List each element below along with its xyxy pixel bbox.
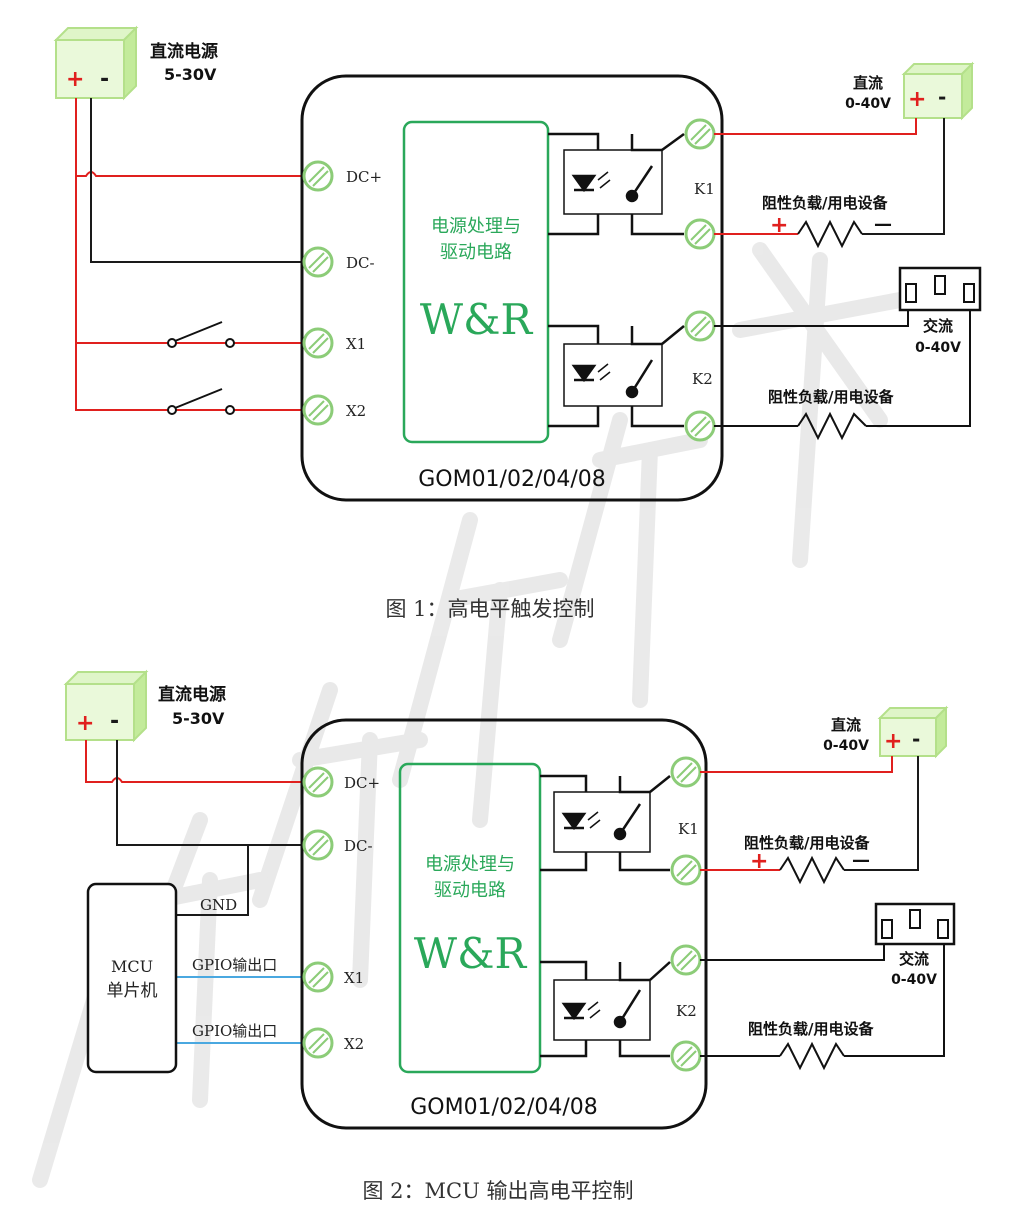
svg-text:-: - (912, 727, 920, 751)
relay-k2 (548, 324, 685, 428)
load-plus-k1: + (770, 213, 788, 238)
terminal-k2-b-2 (670, 1040, 702, 1072)
svg-text:GND: GND (200, 896, 237, 914)
power-supply-1: + - 直流电源 5-30V (53, 25, 218, 101)
driver-text-line1-2: 电源处理与 (425, 854, 515, 875)
svg-text:5-30V: 5-30V (172, 709, 225, 728)
load-minus-k1: — (874, 214, 892, 235)
load-label-k2: 阻性负载/用电设备 (768, 388, 894, 406)
label-k1: K1 (694, 180, 715, 198)
load-minus-k1-2: — (852, 850, 870, 871)
svg-text:单片机: 单片机 (107, 981, 158, 1001)
relay-k1 (548, 132, 685, 236)
terminal-x2-2: X2 (302, 1027, 364, 1059)
svg-text:X1: X1 (344, 969, 364, 987)
driver-circuit-box-1 (402, 120, 550, 444)
ac-source-2: 交流 0-40V (874, 902, 956, 988)
terminal-k2-b (684, 410, 716, 442)
terminal-x1: X1 (302, 327, 366, 359)
load-label-k1-2: 阻性负载/用电设备 (744, 834, 870, 852)
caption-1: 图 1：高电平触发控制 (385, 597, 594, 621)
switch-x2 (167, 388, 235, 415)
svg-text:GPIO输出口: GPIO输出口 (192, 1022, 277, 1040)
svg-text:0-40V: 0-40V (823, 738, 869, 754)
terminal-x1-2: X1 (302, 961, 364, 993)
svg-text:-: - (938, 85, 946, 109)
diagram-1: + - 直流电源 5-30V 电源处理与 驱动电路 W&R (53, 25, 982, 621)
svg-text:DC-: DC- (344, 837, 373, 855)
terminal-k2-a-2 (670, 944, 702, 976)
power-title: 直流电源 (150, 41, 218, 62)
svg-text:0-40V: 0-40V (891, 972, 937, 988)
driver-circuit-box-2 (398, 762, 542, 1074)
label-k2-2: K2 (676, 1002, 697, 1020)
terminal-dc-plus-2: DC+ (302, 766, 380, 798)
brand-logo-2: W&R (414, 929, 528, 978)
driver-text-line2-2: 驱动电路 (434, 880, 506, 901)
load-plus-k1-2: + (750, 849, 768, 874)
mcu-board: MCU 单片机 GND GPIO输出口 GPIO输出口 (86, 882, 277, 1074)
label-k2: K2 (692, 370, 713, 388)
terminal-dc-minus-2: DC- (302, 829, 373, 861)
terminal-k1-a (684, 118, 716, 150)
relay-k1-2 (540, 774, 671, 872)
svg-text:0-40V: 0-40V (915, 340, 961, 356)
driver-text-line1: 电源处理与 (431, 216, 521, 237)
svg-text:交流: 交流 (899, 950, 929, 968)
svg-text:+: + (908, 87, 926, 112)
svg-text:X2: X2 (346, 402, 366, 420)
svg-text:0-40V: 0-40V (845, 96, 891, 112)
module-body-2 (300, 718, 708, 1130)
terminal-dc-plus: DC+ (302, 160, 382, 192)
diagram-2: + - 直流电源 5-30V MCU 单片机 GND GPIO输出口 GPIO输… (63, 669, 956, 1203)
svg-text:X1: X1 (346, 335, 366, 353)
svg-text:X2: X2 (344, 1035, 364, 1053)
switch-x1 (76, 321, 235, 348)
input-wires-1 (75, 98, 302, 411)
terminal-k1-a-2 (670, 756, 702, 788)
load-wires-k1-2 (700, 756, 919, 885)
power-voltage: 5-30V (164, 65, 217, 84)
model-number: GOM01/02/04/08 (418, 467, 606, 492)
terminal-dc-minus: DC- (302, 246, 375, 278)
svg-text:MCU: MCU (111, 957, 153, 976)
svg-text:直流: 直流 (831, 716, 861, 734)
power-minus: - (100, 67, 109, 92)
svg-text:DC+: DC+ (344, 774, 380, 792)
svg-text:直流: 直流 (853, 74, 883, 92)
ac-source-1: 交流 0-40V (898, 266, 982, 356)
terminal-k2-a (684, 310, 716, 342)
svg-text:直流电源: 直流电源 (158, 684, 226, 705)
module-body-1 (300, 74, 724, 502)
svg-text:+: + (884, 729, 902, 754)
svg-text:DC-: DC- (346, 254, 375, 272)
svg-text:GPIO输出口: GPIO输出口 (192, 956, 277, 974)
model-number-2: GOM01/02/04/08 (410, 1095, 598, 1120)
svg-text:DC+: DC+ (346, 168, 382, 186)
load-wires-k2-2 (700, 944, 945, 1071)
load-wires-k1 (714, 118, 945, 249)
caption-2: 图 2：MCU 输出高电平控制 (363, 1179, 634, 1203)
input-wires-2 (85, 740, 302, 1044)
load-label-k2-2: 阻性负载/用电设备 (748, 1020, 874, 1038)
svg-text:-: - (110, 709, 119, 734)
label-k1-2: K1 (678, 820, 699, 838)
load-label-k1: 阻性负载/用电设备 (762, 194, 888, 212)
terminal-k1-b-2 (670, 854, 702, 886)
dc-source-1: + - 直流 0-40V (845, 61, 975, 121)
svg-text:交流: 交流 (923, 317, 953, 335)
power-supply-2: + - 直流电源 5-30V (63, 669, 226, 743)
svg-text:+: + (76, 711, 94, 736)
power-plus: + (66, 67, 84, 92)
driver-text-line2: 驱动电路 (440, 242, 512, 263)
terminal-k1-b (684, 218, 716, 250)
load-wires-k2 (714, 310, 971, 441)
terminal-x2: X2 (302, 394, 366, 426)
dc-source-2: + - 直流 0-40V (823, 705, 949, 759)
relay-k2-2 (540, 960, 671, 1058)
brand-logo: W&R (420, 295, 534, 344)
